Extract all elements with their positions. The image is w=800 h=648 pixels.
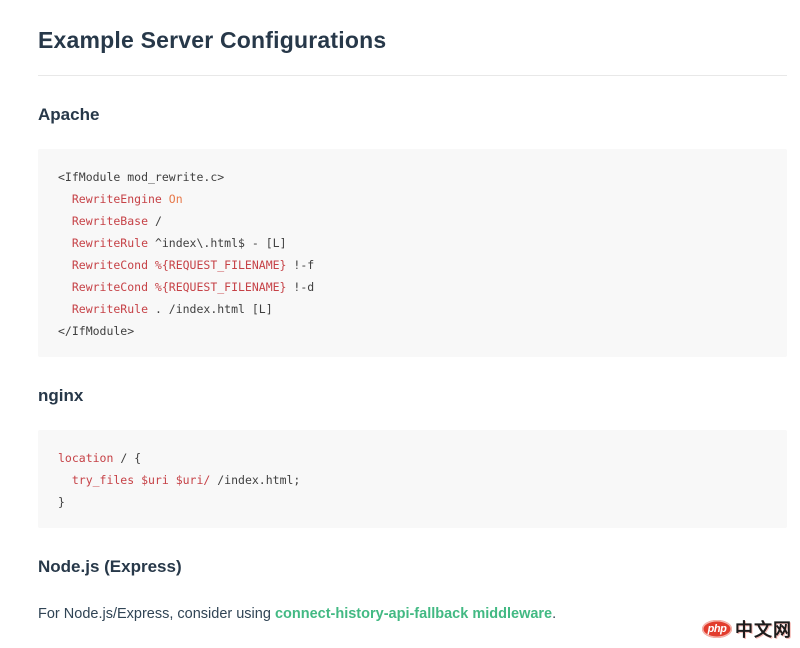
phpcn-watermark: php 中文网 [702, 616, 792, 642]
page-title: Example Server Configurations [38, 27, 787, 76]
document-page: Example Server Configurations Apache <If… [38, 27, 791, 640]
section-nginx: nginx location / { try_files $uri $uri/ … [38, 386, 787, 528]
section-apache: Apache <IfModule mod_rewrite.c> RewriteE… [38, 105, 787, 357]
nginx-code-block: location / { try_files $uri $uri/ /index… [38, 430, 787, 528]
node-paragraph: For Node.js/Express, consider using conn… [38, 604, 787, 626]
section-heading-apache: Apache [38, 105, 100, 124]
section-heading-node: Node.js (Express) [38, 557, 182, 576]
node-paragraph-period: . [552, 606, 557, 622]
section-heading-nginx: nginx [38, 386, 84, 405]
apache-code-block: <IfModule mod_rewrite.c> RewriteEngine O… [38, 149, 787, 357]
section-node: Node.js (Express) For Node.js/Express, c… [38, 557, 787, 626]
php-logo-icon: php [702, 620, 732, 638]
phpcn-site-name: 中文网 [735, 620, 792, 640]
node-paragraph-text: For Node.js/Express, consider using [38, 606, 275, 622]
connect-history-api-fallback-link[interactable]: connect-history-api-fallback middleware [274, 606, 553, 622]
